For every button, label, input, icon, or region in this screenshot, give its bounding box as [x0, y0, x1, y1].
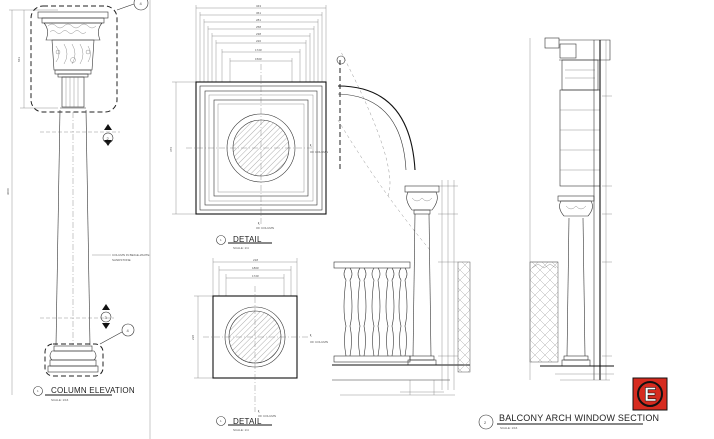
bottom-depth: 238 [191, 335, 195, 340]
of-column-top-h: OF COLUMN [310, 150, 328, 154]
detail-bottom-scale: SCALE: 1/4 [233, 428, 249, 432]
column-note-1: COLUMN IN BEIGE-WHITE [112, 253, 150, 257]
top-width-6: 220 [256, 39, 261, 43]
balusters [343, 267, 408, 357]
section-ref-a: 2 [107, 136, 110, 141]
top-width-7: 172# [255, 48, 262, 52]
window-section: 2 BALCONY ARCH WINDOW SECTION SCALE: 1/1… [478, 37, 659, 430]
logo-ring [637, 381, 663, 407]
cl-mark-top-v: ℄ [257, 221, 260, 225]
column-note-2: SANDSTONE [112, 258, 131, 262]
top-width-2: 361 [256, 11, 261, 15]
logo: E [632, 377, 668, 411]
bottom-width-1: 218 [253, 258, 258, 262]
column-elevation: 843 3000 [6, 0, 150, 402]
elev-scale: SCALE: 1/16 [51, 398, 69, 402]
elev-capital-height: 843 [17, 57, 21, 62]
bottom-width-3: 172# [252, 274, 259, 278]
section-number: 2 [484, 420, 487, 425]
detail-top-plan: 343 361 281 258 238 220 172# 150# 376 ℄ … [169, 4, 328, 250]
section-ref-b: 3 [105, 315, 108, 320]
detail-top-number: 1 [220, 238, 222, 242]
elev-number: 1 [37, 389, 39, 393]
cl-mark-bottom-h: ℄ [309, 333, 312, 337]
detail-top-scale: SCALE: 1/4 [233, 246, 249, 250]
of-column-bottom-h: OF COLUMN [310, 340, 328, 344]
section-scale: SCALE: 1/16 [500, 426, 518, 430]
base-ref: 4 [127, 328, 130, 333]
column-elevation-title: COLUMN ELEVATION [51, 386, 135, 395]
detail-bottom-number: 1 [220, 419, 222, 423]
capital-ref: 4 [140, 1, 143, 6]
detail-bottom-plan: 218 180# 172# 238 ℄ OF COLUMN ℄ OF COLUM… [191, 258, 328, 432]
detail-top-title: DETAIL [233, 235, 262, 244]
top-depth: 376 [169, 147, 173, 152]
of-column-top-v: OF COLUMN [256, 226, 274, 230]
top-width-5: 238 [256, 32, 261, 36]
elev-total-height: 3000 [6, 188, 10, 195]
section-title: BALCONY ARCH WINDOW SECTION [499, 413, 659, 423]
top-width-4: 258 [256, 25, 261, 29]
cl-mark-bottom-v: ℄ [257, 409, 260, 413]
top-width-8: 150# [255, 57, 262, 61]
top-width-1: 343 [256, 4, 261, 8]
cl-mark-top-h: ℄ [309, 143, 312, 147]
top-width-3: 281 [256, 18, 261, 22]
bottom-width-2: 180# [252, 266, 259, 270]
detail-bottom-title: DETAIL [233, 417, 262, 426]
balcony-section [332, 49, 471, 396]
of-column-bottom-v: OF COLUMN [258, 414, 276, 418]
logo-letter: E [644, 385, 657, 406]
